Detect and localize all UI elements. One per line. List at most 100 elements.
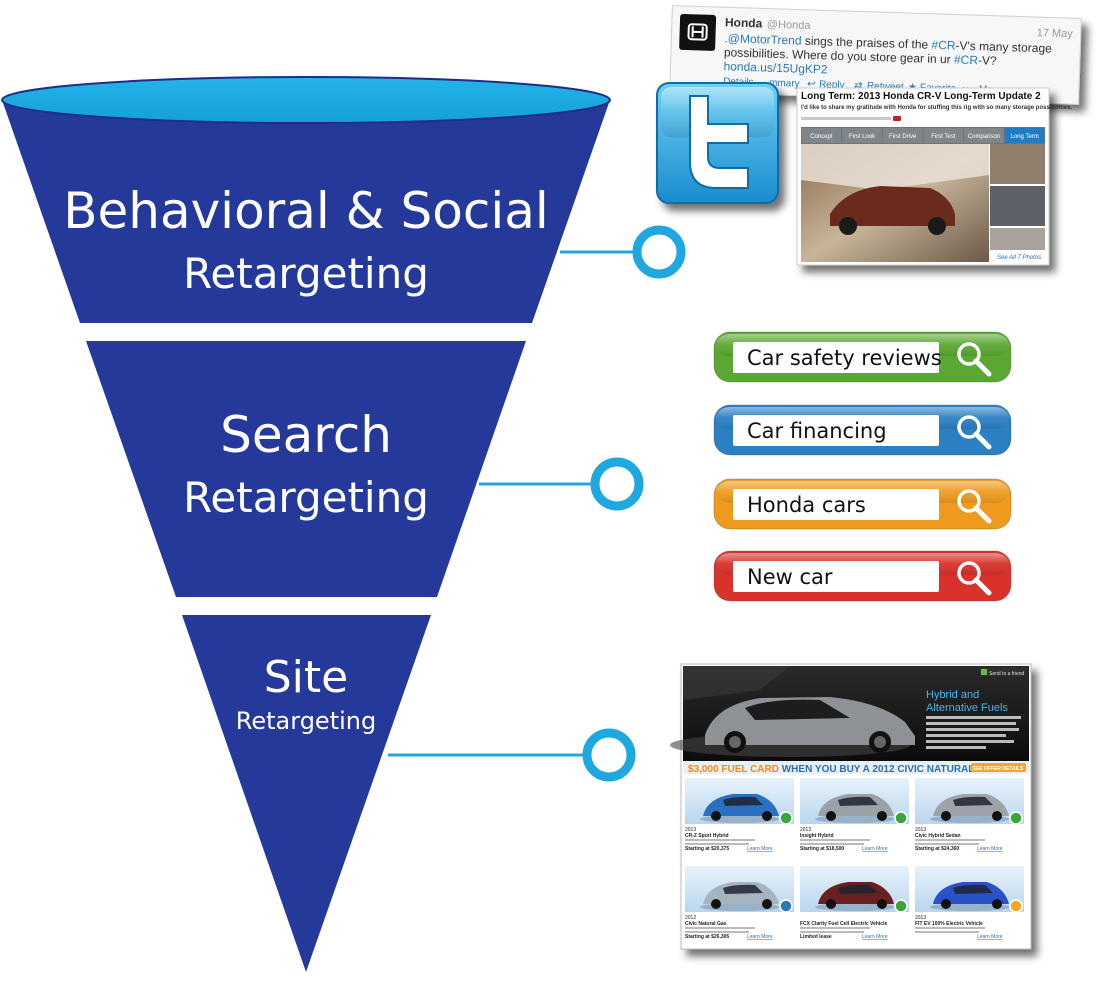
article-tab[interactable] [882,128,923,143]
tweet-mention[interactable]: .@MotorTrend [724,31,801,47]
ad-promo-banner: $3,000 FUEL CARD WHEN YOU BUY A 2012 CIV… [688,764,999,775]
search-query: Car safety reviews [747,346,942,370]
article-tab-label[interactable]: First Test [931,134,956,140]
send-to-friend-link[interactable]: Send to a friend [989,671,1025,677]
tier-1-title: Behavioral & Social [63,182,549,240]
article-tab[interactable] [842,128,882,143]
article-tab[interactable] [923,128,964,143]
honda-logo-icon [687,23,708,41]
car-price: Starting at $20,375 [685,846,729,852]
article-tab-row: Concept First Look First Drive First Test Co… [801,128,1045,143]
funnel-top-opening [1,76,611,124]
search-box[interactable]: New car [713,550,1012,602]
article-subtitle: I'd like to share my gratitude with Hond… [801,105,1072,111]
funnel-tier-search [86,341,526,597]
tier-3-title: Site [264,652,348,703]
car-year: 2013 [915,827,926,833]
tweet-line-1: .@MotorTrend sings the praises of the #C… [724,31,1052,55]
search-input[interactable] [733,415,939,446]
tweet-reply[interactable]: Reply [819,79,845,91]
connector-node-2 [590,457,644,511]
model-badge-icon [1009,899,1023,913]
model-badge-icon [1009,811,1023,825]
search-query: New car [747,565,833,589]
search-box[interactable]: Car financing [713,404,1012,456]
article-tab-label[interactable]: Concept [810,134,833,140]
tier-2-subtitle: Retargeting [183,473,429,522]
tweet-author: Honda [725,15,763,30]
learn-more-link[interactable]: Learn More [977,846,1003,852]
search-input[interactable] [733,561,939,592]
twitter-logo-icon [656,82,779,204]
tweet-hashtag[interactable]: #CR [931,38,956,53]
car-name: Insight Hybrid [800,833,834,839]
magnifier-icon[interactable] [957,561,992,596]
learn-more-link[interactable]: Learn More [747,846,773,852]
tweet-hashtag-2[interactable]: #CR [954,52,979,67]
search-input[interactable] [733,342,939,373]
funnel-tier-site [182,615,431,972]
magnifier-icon[interactable] [957,415,992,450]
car-price: Starting at $24,360 [915,846,959,852]
learn-more-link[interactable]: Learn More [862,934,888,940]
retweet-icon[interactable]: ⇄ [854,80,863,91]
tweet-summary-link[interactable]: mmary [769,78,800,90]
learn-more-link[interactable]: Learn More [977,934,1003,940]
article-tab-label[interactable]: First Look [849,134,876,140]
search-box[interactable]: Honda cars [713,478,1012,530]
tweet-date: 17 May [1037,27,1074,40]
tier-1-subtitle: Retargeting [183,249,429,298]
magnifier-icon[interactable] [957,342,992,377]
article-tab-label[interactable]: Long Term [1011,134,1039,140]
car-year: 2013 [915,915,926,921]
learn-more-link[interactable]: Learn More [747,934,773,940]
car-price: Starting at $18,500 [800,846,844,852]
car-name: CR-Z Sport Hybrid [685,833,729,839]
car-price: Limited lease [800,934,832,940]
tweet-handle: @Honda [767,19,812,32]
search-box[interactable]: Car safety reviews [713,331,1012,383]
honda-ad-content: Send to a friend Hybrid and Alternative … [670,666,1029,940]
see-all-photos-link[interactable]: See All 7 Photos [997,255,1041,261]
see-offer-details-button[interactable]: SEE OFFER DETAILS [973,766,1024,772]
tweet-link[interactable]: honda.us/15UgKP2 [723,59,828,76]
funnel-tier-behavioral-social [2,100,610,323]
car-model-card[interactable]: FCX Clarity Fuel Cell Electric VehicleLi… [800,866,909,940]
model-badge-icon [779,811,793,825]
ad-headline-1: Hybrid and [926,689,979,701]
funnel: Behavioral & Social Retargeting Search R… [1,76,611,972]
car-year: 2013 [800,827,811,833]
ad-headline-2: Alternative Fuels [926,702,1008,714]
model-badge-icon [894,811,908,825]
magnifier-icon[interactable] [957,489,992,524]
model-badge-icon [894,899,908,913]
article-tab[interactable] [964,128,1004,143]
search-query: Car financing [747,419,887,443]
reply-icon[interactable]: ↩ [807,79,816,90]
car-name: Civic Hybrid Sedan [915,833,961,839]
model-badge-icon [779,899,793,913]
article-title: Long Term: 2013 Honda CR-V Long-Term Upd… [801,91,1041,102]
article-tab-label[interactable]: Comparison [968,134,1000,140]
connectors [388,225,686,782]
car-name: Civic Natural Gas [685,921,727,927]
car-price: Starting at $26,305 [685,934,729,940]
connector-node-3 [582,728,636,782]
article-tab-label[interactable]: First Drive [889,134,917,140]
car-name: FCX Clarity Fuel Cell Electric Vehicle [800,921,887,927]
article-tab[interactable] [801,128,842,143]
article-tab[interactable] [1004,128,1045,143]
article-content: Long Term: 2013 Honda CR-V Long-Term Upd… [801,91,1072,262]
tier-3-subtitle: Retargeting [236,707,376,735]
search-input[interactable] [733,489,939,520]
connector-node-1 [632,225,686,279]
learn-more-link[interactable]: Learn More [862,846,888,852]
